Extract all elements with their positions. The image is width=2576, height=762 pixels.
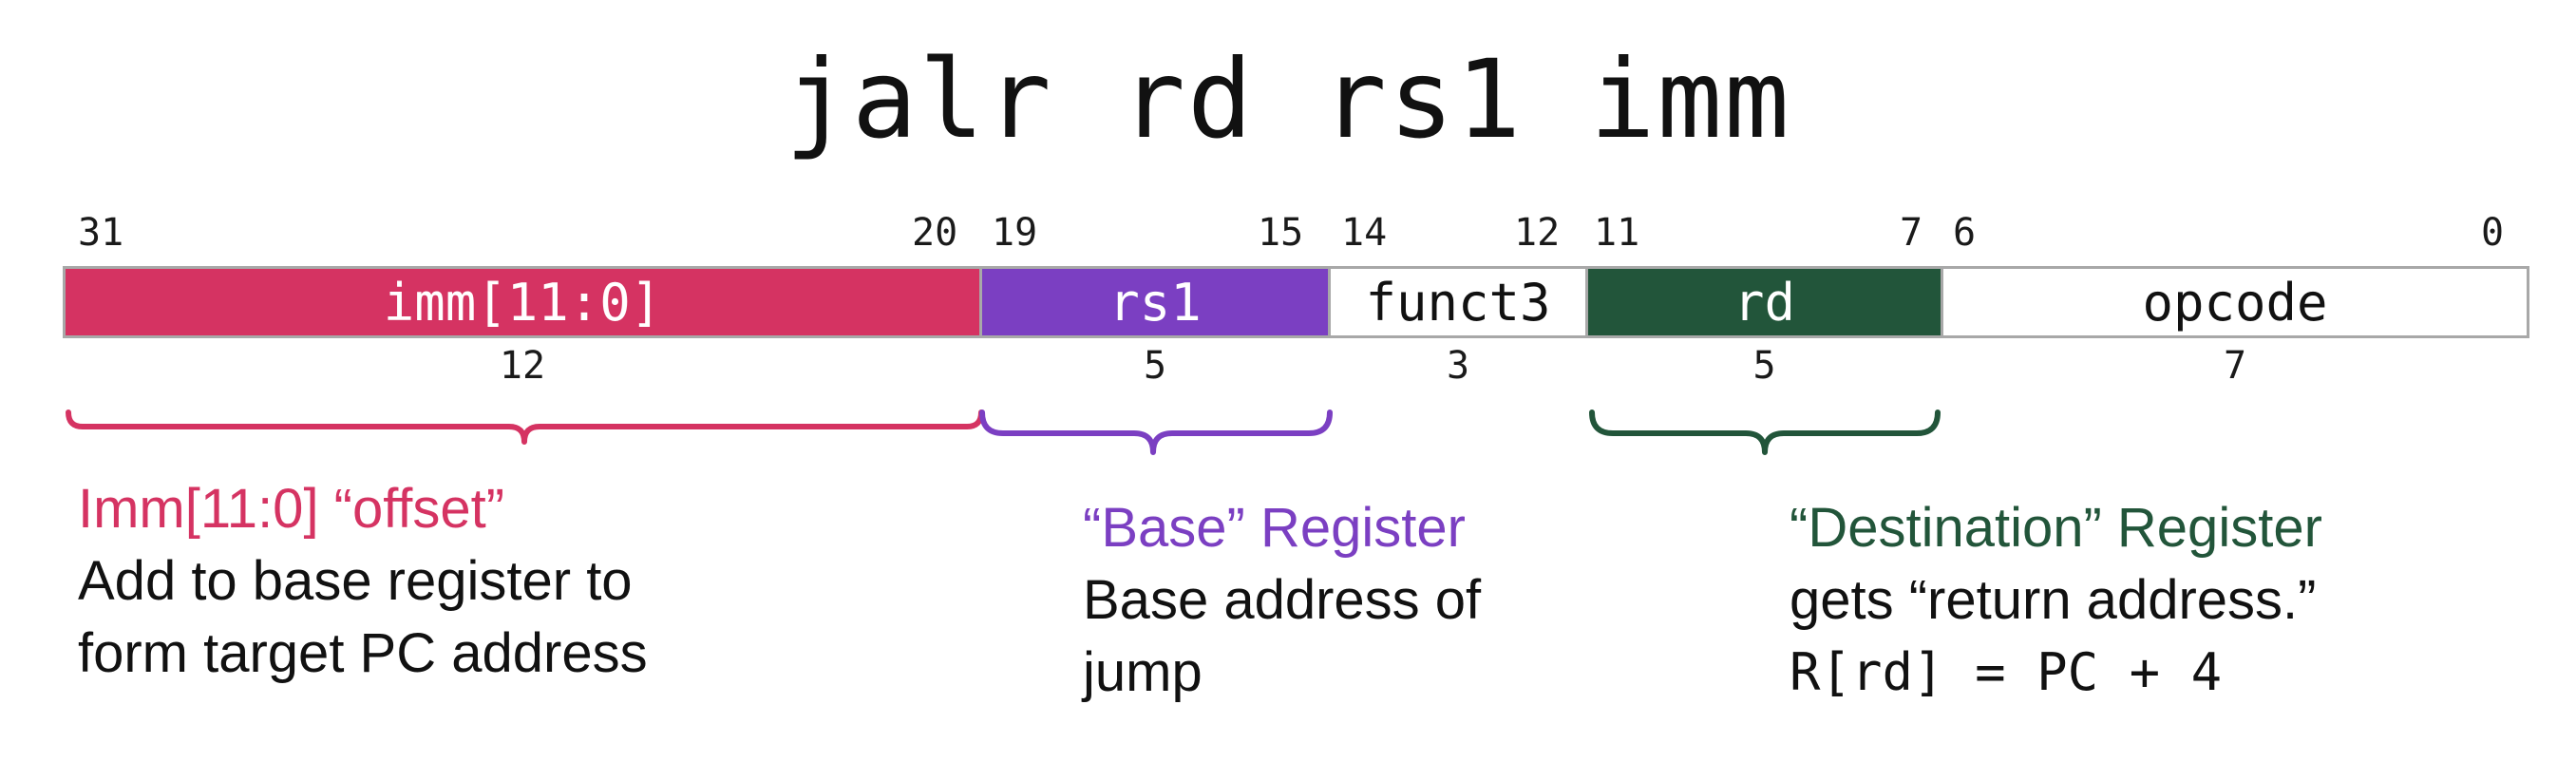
- diagram-title: jalr rd rs1 imm: [785, 36, 1791, 162]
- field-funct3: funct3: [1328, 266, 1588, 338]
- bit-index-opcode-lo: 0: [2481, 211, 2505, 255]
- field-rd: rd: [1585, 266, 1943, 338]
- field-opcode: opcode: [1941, 266, 2529, 338]
- annotation-rs1-title: “Base” Register: [1083, 497, 1466, 559]
- annotation-rd-line-1: gets “return address.”: [1790, 569, 2317, 631]
- annotation-rd-title: “Destination” Register: [1790, 497, 2322, 559]
- brace-rd: [1589, 410, 1941, 455]
- bit-index-funct3-hi: 14: [1341, 211, 1388, 255]
- field-rs1: rs1: [979, 266, 1331, 338]
- annotation-rd: “Destination” Register gets “return addr…: [1790, 492, 2322, 709]
- annotation-rd-code: R[rd] = PC + 4: [1790, 642, 2223, 702]
- annotation-imm: Imm[11:0] “offset” Add to base register …: [78, 473, 648, 690]
- brace-rs1: [979, 410, 1333, 455]
- width-rd: 5: [1752, 344, 1776, 388]
- annotation-rs1-line-2: jump: [1083, 641, 1203, 703]
- annotation-rs1-line-1: Base address of: [1083, 569, 1482, 631]
- width-rs1: 5: [1143, 344, 1167, 388]
- bit-index-rs1-hi: 19: [992, 211, 1038, 255]
- bit-index-rd-hi: 11: [1594, 211, 1640, 255]
- bit-index-imm-lo: 20: [912, 211, 958, 255]
- width-funct3: 3: [1446, 344, 1470, 388]
- bit-index-opcode-hi: 6: [1953, 211, 1977, 255]
- bit-index-rd-lo: 7: [1900, 211, 1923, 255]
- annotation-imm-line-2: form target PC address: [78, 622, 648, 684]
- bit-index-rs1-lo: 15: [1258, 211, 1304, 255]
- width-opcode: 7: [2223, 344, 2247, 388]
- brace-imm: [66, 410, 984, 445]
- annotation-rs1: “Base” Register Base address of jump: [1083, 492, 1481, 709]
- field-imm: imm[11:0]: [63, 266, 982, 338]
- width-imm: 12: [499, 344, 546, 388]
- annotation-imm-title: Imm[11:0] “offset”: [78, 478, 505, 540]
- bit-index-funct3-lo: 12: [1514, 211, 1561, 255]
- bit-index-imm-hi: 31: [78, 211, 124, 255]
- annotation-imm-line-1: Add to base register to: [78, 550, 633, 612]
